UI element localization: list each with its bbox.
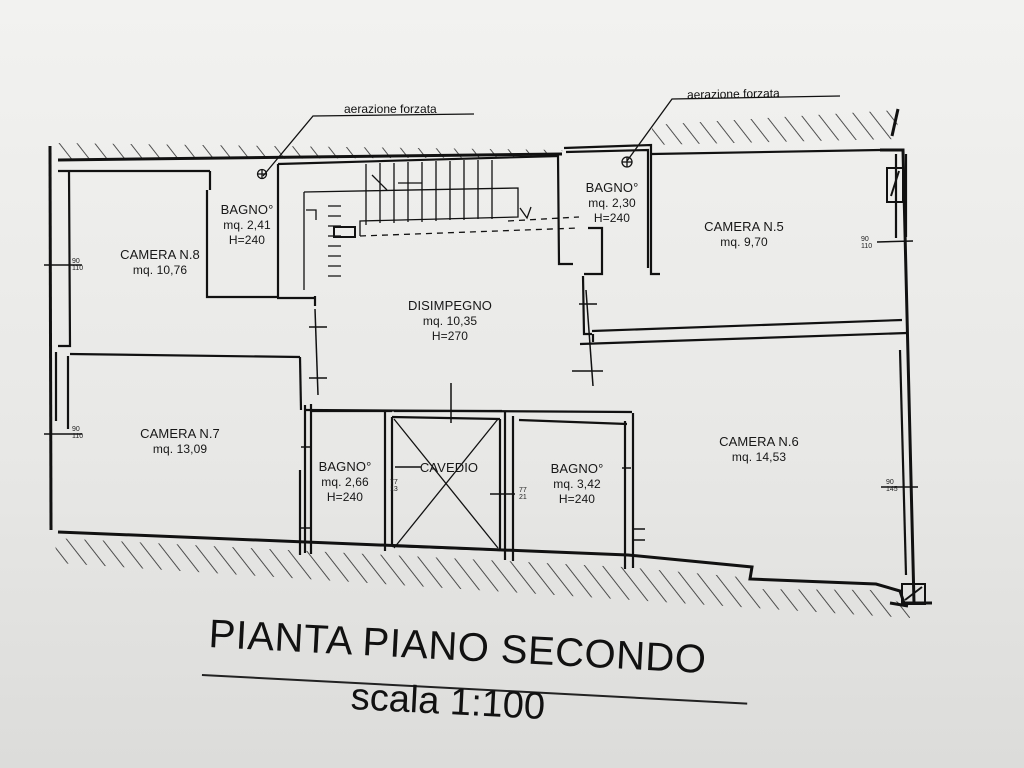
interior-walls — [54, 143, 908, 576]
bagno-bottom-right-area: mq. 3,42 — [553, 477, 601, 492]
camera-6-name: CAMERA N.6 — [719, 434, 799, 449]
bagno-bottom-left-label: BAGNO° mq. 2,66 H=240 — [310, 459, 380, 505]
bagno-top-right-area: mq. 2,30 — [588, 196, 636, 211]
ventilation-label-left: aerazione forzata — [344, 102, 437, 116]
bagno-bottom-left-area: mq. 2,66 — [321, 475, 369, 490]
bagno-bottom-right-label: BAGNO° mq. 3,42 H=240 — [537, 461, 617, 507]
title-block: PIANTA PIANO SECONDO scala 1:100 — [0, 604, 1024, 744]
camera-6-area: mq. 14,53 — [731, 450, 787, 465]
cavedio-label: CAVEDIO — [404, 460, 494, 476]
bagno-top-left-height: H=240 — [228, 233, 266, 248]
cavedio-cross — [393, 418, 499, 549]
bagno-top-right-label: BAGNO° mq. 2,30 H=240 — [574, 180, 650, 226]
camera-8-area: mq. 10,76 — [132, 263, 188, 278]
cavedio-name: CAVEDIO — [419, 460, 479, 475]
bagno-top-right-height: H=240 — [593, 211, 631, 226]
plan-scale: scala 1:100 — [349, 676, 547, 729]
exterior-walls — [48, 108, 932, 608]
dimension-label-right-upper: 90 110 — [861, 236, 873, 250]
bagno-bottom-left-name: BAGNO° — [318, 459, 372, 474]
camera-7-label: CAMERA N.7 mq. 13,09 — [110, 426, 250, 457]
ventilation-label-right: aerazione forzata — [686, 86, 780, 102]
camera-8-label: CAMERA N.8 mq. 10,76 — [95, 247, 225, 278]
disimpegno-label: DISIMPEGNO mq. 10,35 H=270 — [390, 298, 510, 344]
staircase — [303, 160, 580, 290]
plan-title: PIANTA PIANO SECONDO — [207, 612, 708, 683]
dimension-label-bagno-right: 77 21 — [519, 487, 527, 501]
bagno-top-left-name: BAGNO° — [220, 202, 274, 217]
bagno-top-left-area: mq. 2,41 — [223, 218, 271, 233]
door-markers — [44, 240, 918, 541]
bagno-bottom-right-name: BAGNO° — [550, 461, 604, 476]
disimpegno-height: H=270 — [431, 329, 469, 344]
camera-7-name: CAMERA N.7 — [140, 426, 220, 441]
top-right-duct — [886, 167, 926, 605]
top-right-hatched-wall — [652, 110, 898, 145]
bagno-bottom-right-height: H=240 — [558, 492, 596, 507]
camera-8-name: CAMERA N.8 — [120, 247, 200, 262]
dimension-label-left-upper: 90 110 — [72, 258, 84, 272]
bagno-top-left-label: BAGNO° mq. 2,41 H=240 — [212, 202, 282, 248]
ventilation-pointers — [256, 95, 841, 180]
camera-5-label: CAMERA N.5 mq. 9,70 — [684, 219, 804, 250]
bagno-top-right-name: BAGNO° — [585, 180, 639, 195]
camera-5-area: mq. 9,70 — [720, 235, 768, 250]
bottom-hatched-wall — [54, 538, 910, 618]
camera-7-area: mq. 13,09 — [152, 442, 208, 457]
disimpegno-area: mq. 10,35 — [422, 314, 478, 329]
camera-6-label: CAMERA N.6 mq. 14,53 — [694, 434, 824, 465]
dimension-label-left-lower: 90 110 — [72, 426, 84, 440]
dimension-label-bagno-left: 77 13 — [390, 479, 398, 493]
camera-5-name: CAMERA N.5 — [704, 219, 784, 234]
bagno-bottom-left-height: H=240 — [326, 490, 364, 505]
disimpegno-name: DISIMPEGNO — [407, 298, 493, 313]
dimension-label-right-lower: 90 145 — [886, 479, 898, 493]
